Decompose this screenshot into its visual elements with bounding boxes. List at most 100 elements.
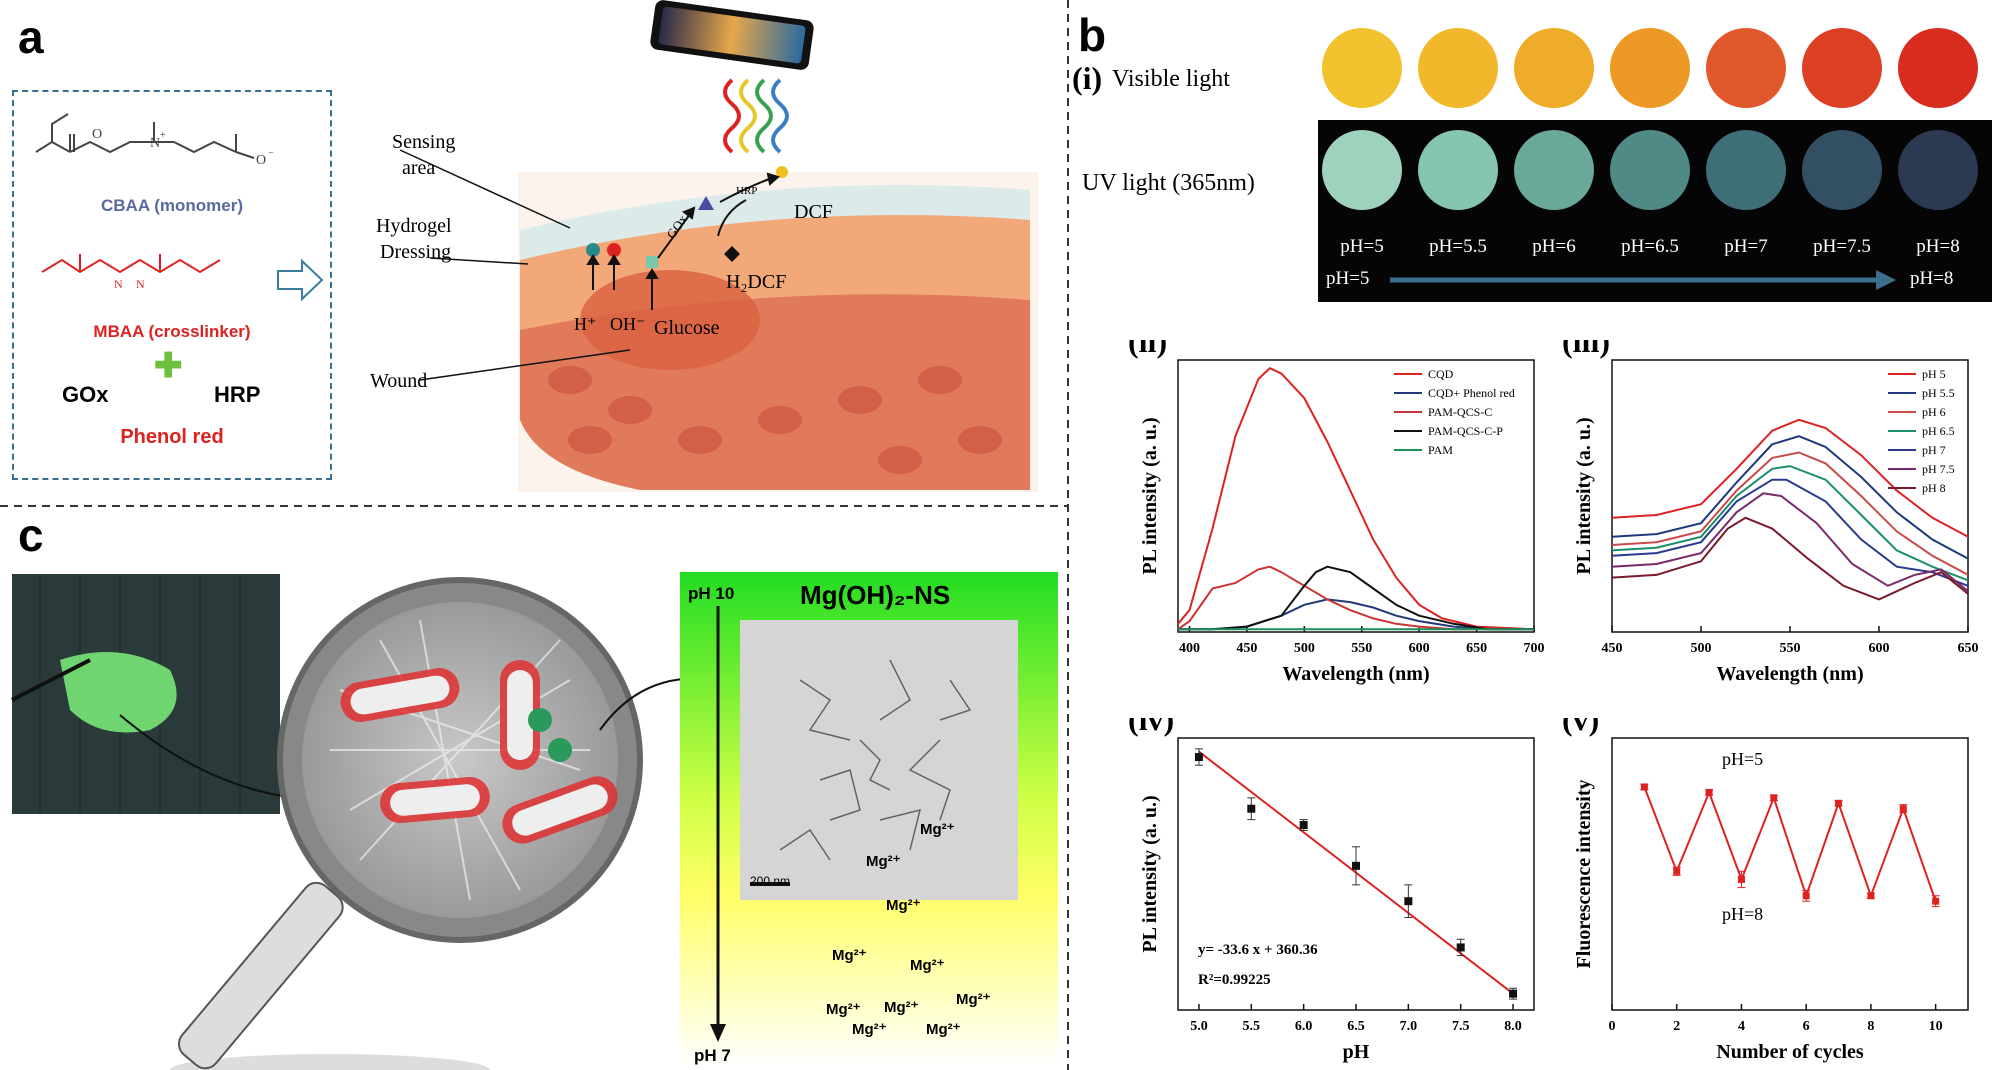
uv-light-label: UV light (365nm) bbox=[1082, 170, 1255, 196]
y-axis-label: PL intensity (a. u.) bbox=[1573, 417, 1595, 574]
x-tick-label: 700 bbox=[1524, 641, 1545, 656]
mg-ion: Mg²⁺ bbox=[920, 821, 955, 838]
sensing-label-2: area bbox=[402, 157, 435, 179]
visible-swatch bbox=[1514, 28, 1594, 108]
equation-label: y= -33.6 x + 360.36 bbox=[1198, 942, 1318, 958]
legend-label: pH 7.5 bbox=[1922, 462, 1955, 476]
x-tick-label: 5.0 bbox=[1190, 1019, 1208, 1034]
data-point bbox=[1640, 783, 1648, 791]
right-arrow-icon bbox=[277, 258, 324, 302]
data-point bbox=[1867, 892, 1875, 900]
tem-title: Mg(OH)₂-NS bbox=[800, 580, 951, 610]
legend-label: CQD bbox=[1428, 367, 1454, 381]
y-axis-label: Fluorescence intensity bbox=[1573, 779, 1595, 968]
mg-ion: Mg²⁺ bbox=[852, 1021, 887, 1038]
uv-swatch bbox=[1706, 130, 1786, 210]
uv-swatch bbox=[1322, 130, 1402, 210]
hydrogel-label-1: Hydrogel bbox=[376, 215, 452, 237]
legend-label: pH 6 bbox=[1922, 405, 1946, 419]
legend-label: PAM bbox=[1428, 443, 1453, 457]
x-tick-label: 8 bbox=[1867, 1019, 1874, 1034]
legend-label: pH 6.5 bbox=[1922, 424, 1955, 438]
x-tick-label: 550 bbox=[1780, 641, 1801, 656]
legend-label: pH 8 bbox=[1922, 481, 1946, 495]
data-point bbox=[1352, 861, 1360, 870]
dcf-label: DCF bbox=[794, 201, 833, 223]
uv-swatch bbox=[1802, 130, 1882, 210]
legend-label: PAM-QCS-C bbox=[1428, 405, 1492, 419]
data-point bbox=[1194, 753, 1203, 762]
x-axis-label: pH bbox=[1343, 1041, 1370, 1063]
x-tick-label: 6 bbox=[1803, 1019, 1810, 1034]
ph-top-label: pH 10 bbox=[688, 584, 735, 603]
wound-label: Wound bbox=[370, 370, 427, 392]
visible-swatch bbox=[1898, 28, 1978, 108]
svg-text:O: O bbox=[256, 153, 266, 168]
visible-swatch bbox=[1610, 28, 1690, 108]
data-point bbox=[1673, 867, 1681, 875]
mg-ion: Mg²⁺ bbox=[956, 991, 991, 1008]
x-tick-label: 600 bbox=[1409, 641, 1430, 656]
series-line bbox=[1611, 516, 1969, 601]
magnifier-illustration bbox=[11, 574, 700, 1070]
data-point bbox=[1899, 805, 1907, 813]
mbaa-label: MBAA (crosslinker) bbox=[93, 322, 251, 341]
x-tick-label: 650 bbox=[1466, 641, 1487, 656]
visible-swatch bbox=[1322, 28, 1402, 108]
chart-label: (iv) bbox=[1128, 718, 1174, 737]
hrp-label: HRP bbox=[214, 382, 261, 407]
data-point bbox=[1932, 897, 1940, 905]
series-line bbox=[1177, 565, 1534, 631]
x-tick-label: 400 bbox=[1179, 641, 1200, 656]
y-axis-label: PL intensity (a. u.) bbox=[1139, 417, 1161, 574]
x-tick-label: 500 bbox=[1691, 641, 1712, 656]
svg-text:+: + bbox=[160, 130, 166, 141]
plus-icon: ✚ bbox=[154, 347, 183, 385]
data-point bbox=[1509, 989, 1518, 998]
svg-text:N: N bbox=[114, 277, 123, 291]
x-tick-label: 10 bbox=[1929, 1019, 1943, 1034]
visible-swatch bbox=[1706, 28, 1786, 108]
mg-ion: Mg²⁺ bbox=[886, 897, 921, 914]
ph-bottom-label: pH 7 bbox=[694, 1046, 731, 1065]
data-point bbox=[1247, 804, 1256, 813]
data-point bbox=[1835, 799, 1843, 807]
series-line bbox=[1611, 418, 1969, 538]
data-point bbox=[1705, 788, 1713, 796]
legend-label: pH 7 bbox=[1922, 443, 1946, 457]
panel-letter-c: c bbox=[18, 509, 44, 561]
svg-text:−: − bbox=[268, 148, 274, 159]
wound-diagram: Sensing area Hydrogel Dressing Wound DCF… bbox=[370, 0, 1038, 492]
mbaa-structure: N N bbox=[41, 254, 221, 291]
label-i: (i) bbox=[1072, 60, 1103, 96]
legend-label: CQD+ Phenol red bbox=[1428, 386, 1515, 400]
chart-label: (ii) bbox=[1128, 340, 1167, 359]
x-axis-label: Wavelength (nm) bbox=[1282, 663, 1429, 685]
ph-label: pH=6.5 bbox=[1621, 236, 1679, 257]
x-tick-label: 600 bbox=[1869, 641, 1890, 656]
x-tick-label: 550 bbox=[1351, 641, 1372, 656]
uv-swatch bbox=[1898, 130, 1978, 210]
h-plus-label: H⁺ bbox=[574, 314, 597, 334]
x-tick-label: 6.5 bbox=[1347, 1019, 1365, 1034]
x-tick-label: 8.0 bbox=[1504, 1019, 1522, 1034]
y-axis-label: PL intensity (a. u.) bbox=[1139, 795, 1161, 952]
oh-minus-label: OH⁻ bbox=[610, 314, 646, 334]
uv-swatch bbox=[1418, 130, 1498, 210]
series-line bbox=[1611, 435, 1969, 560]
data-point bbox=[1802, 892, 1810, 900]
series-line bbox=[1611, 478, 1969, 587]
x-tick-label: 450 bbox=[1602, 641, 1623, 656]
smartphone-icon bbox=[650, 0, 814, 70]
tem-image bbox=[740, 620, 1018, 900]
x-tick-label: 7.0 bbox=[1400, 1019, 1418, 1034]
data-point bbox=[1299, 821, 1308, 830]
visible-swatch bbox=[1802, 28, 1882, 108]
visible-light-label: Visible light bbox=[1112, 66, 1230, 92]
x-tick-label: 650 bbox=[1958, 641, 1979, 656]
